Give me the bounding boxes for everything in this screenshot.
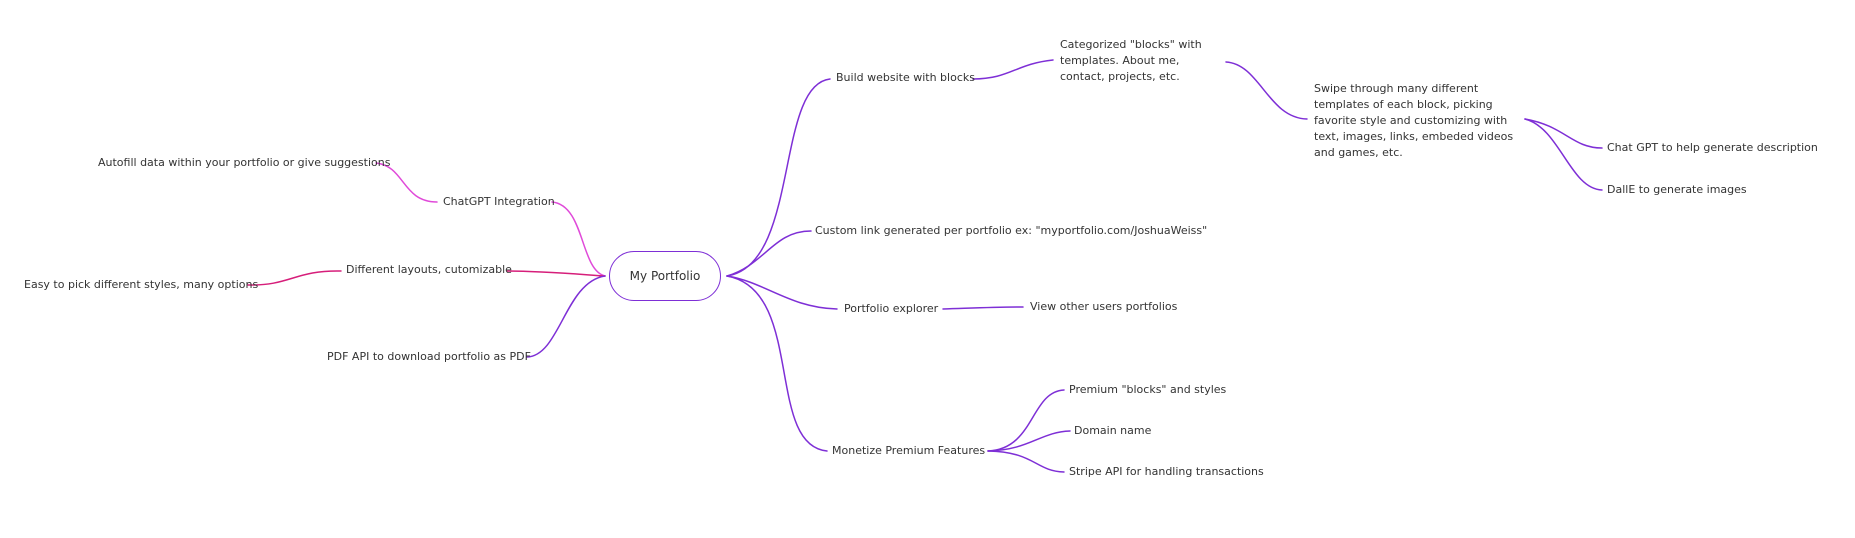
node-autofill[interactable]: Autofill data within your portfolio or g… — [98, 156, 391, 169]
node-swipe-templates[interactable]: Swipe through many different templates o… — [1314, 82, 1514, 159]
link-build-website-categorized — [972, 59, 1054, 80]
link-chatgpt-integration-autofill — [375, 162, 438, 203]
link-root-pdf-api — [526, 275, 606, 358]
node-dalle-images[interactable]: DallE to generate images — [1607, 183, 1747, 196]
node-chatgpt-description[interactable]: Chat GPT to help generate description — [1607, 141, 1818, 154]
node-domain-name[interactable]: Domain name — [1074, 424, 1152, 437]
node-categorized-blocks[interactable]: Categorized "blocks" with templates. Abo… — [1060, 38, 1202, 83]
root-node[interactable]: My Portfolio — [609, 251, 721, 301]
node-monetize[interactable]: Monetize Premium Features — [832, 444, 986, 457]
link-root-build-website — [726, 78, 831, 277]
link-root-monetize — [726, 275, 828, 452]
link-portfolio-explorer-view-other — [942, 306, 1024, 310]
link-root-different-layouts — [506, 270, 606, 277]
node-easy-styles[interactable]: Easy to pick different styles, many opti… — [24, 278, 259, 291]
node-custom-link[interactable]: Custom link generated per portfolio ex: … — [815, 224, 1208, 237]
node-pdf-api[interactable]: PDF API to download portfolio as PDF — [327, 350, 531, 363]
link-swipe-chatgpt — [1524, 118, 1603, 149]
node-build-website[interactable]: Build website with blocks — [836, 71, 975, 84]
node-portfolio-explorer[interactable]: Portfolio explorer — [844, 302, 939, 315]
node-stripe-api[interactable]: Stripe API for handling transactions — [1069, 465, 1264, 478]
link-root-custom-link — [726, 230, 812, 277]
node-chatgpt-integration[interactable]: ChatGPT Integration — [443, 195, 555, 208]
link-root-portfolio-explorer — [726, 275, 838, 310]
link-swipe-dalle — [1524, 118, 1603, 191]
node-premium-blocks[interactable]: Premium "blocks" and styles — [1069, 383, 1227, 396]
link-different-layouts-easy-styles — [247, 270, 342, 286]
node-different-layouts[interactable]: Different layouts, cutomizable — [346, 263, 512, 276]
link-monetize-stripe — [987, 450, 1065, 473]
link-categorized-swipe — [1225, 61, 1308, 120]
link-monetize-domain — [987, 430, 1071, 452]
link-monetize-premium — [987, 389, 1065, 452]
node-view-other-users[interactable]: View other users portfolios — [1030, 300, 1178, 313]
link-root-chatgpt-integration — [551, 201, 606, 277]
